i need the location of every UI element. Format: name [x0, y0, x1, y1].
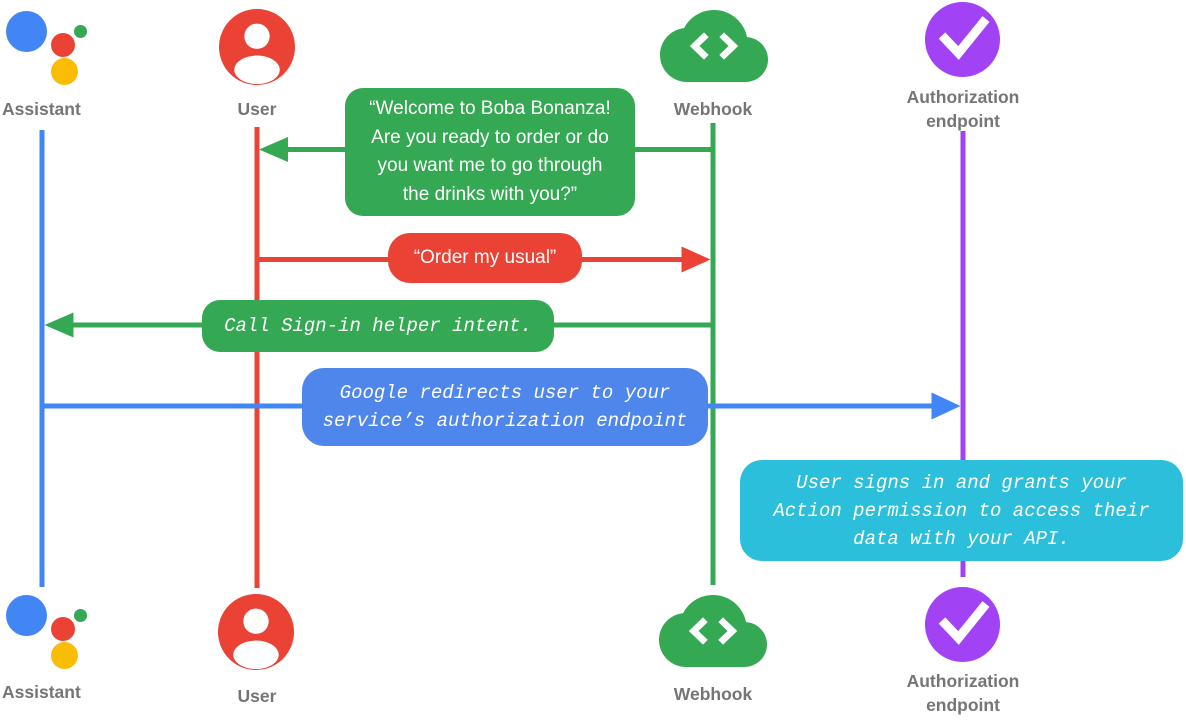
assistant-yellow-dot [51, 58, 78, 85]
message-box-welcome: “Welcome to Boba Bonanza! Are you ready … [345, 88, 635, 216]
message-line: service’s authorization endpoint [322, 410, 688, 432]
message-line: Are you ready to order or do [371, 126, 609, 148]
webhook-icon-bottom [659, 595, 767, 667]
actor-label-user-bottom: User [237, 686, 277, 706]
message-line: the drinks with you?” [402, 183, 578, 205]
message-line: Call Sign-in helper intent. [224, 315, 532, 337]
message-box-redirect: Google redirects user to your service’s … [302, 368, 708, 446]
assistant-red-dot [51, 33, 75, 57]
actor-label-line: Authorization [906, 671, 1020, 691]
actor-label-line: endpoint [926, 695, 1000, 715]
note-box-grant: User signs in and grants your Action per… [740, 460, 1183, 561]
authorization-endpoint-icon [925, 2, 1000, 77]
assistant-blue-dot [6, 11, 47, 52]
message-box-signin: Call Sign-in helper intent. [202, 300, 554, 352]
user-icon-bottom [218, 594, 294, 670]
message-line: “Welcome to Boba Bonanza! [369, 98, 611, 119]
assistant-blue-dot [6, 595, 47, 636]
message-box-order: “Order my usual” [388, 233, 582, 283]
arrow-redirect-head [931, 392, 961, 420]
actor-label-user: User [237, 99, 277, 119]
message-line: you want me to go through [377, 155, 603, 176]
message-line: User signs in and grants your [796, 471, 1127, 494]
user-icon [219, 9, 295, 85]
actor-label-webhook-bottom: Webhook [673, 684, 753, 704]
actor-label-line: Authorization [906, 87, 1020, 107]
message-line: data with your API. [853, 527, 1070, 550]
assistant-red-dot [51, 617, 75, 641]
message-line: “Order my usual” [413, 246, 557, 268]
actor-label-assistant: Assistant [2, 99, 81, 119]
assistant-green-dot [74, 609, 87, 622]
arrow-order-head [681, 246, 711, 273]
webhook-icon [660, 10, 768, 82]
actor-label-authorization-endpoint: Authorization endpoint [873, 85, 1053, 133]
actor-label-authorization-endpoint-bottom: Authorization endpoint [873, 669, 1053, 717]
message-line: Google redirects user to your [339, 382, 671, 404]
assistant-icon-bottom [0, 584, 95, 674]
actor-label-assistant-bottom: Assistant [2, 682, 81, 702]
assistant-green-dot [74, 25, 87, 38]
authorization-endpoint-icon-bottom [925, 587, 1000, 662]
actor-label-webhook: Webhook [673, 99, 753, 119]
actor-label-line: endpoint [926, 111, 1000, 131]
message-line: Action permission to access their [773, 499, 1150, 522]
assistant-icon [0, 0, 95, 90]
assistant-yellow-dot [51, 642, 78, 669]
arrow-welcome-head [259, 137, 288, 162]
arrow-signin-head [44, 312, 74, 338]
